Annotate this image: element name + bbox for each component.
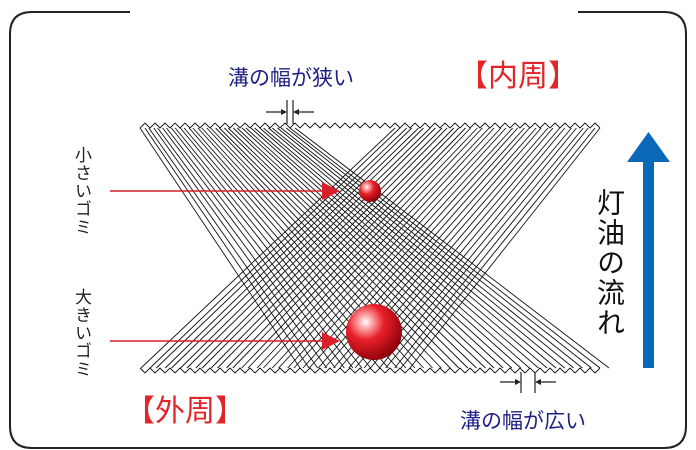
pleat-line xyxy=(289,127,601,369)
pleat-line xyxy=(263,127,548,369)
pleat-line xyxy=(195,127,436,369)
pleat-line xyxy=(227,127,477,369)
pleat-line xyxy=(385,127,584,369)
pleat-zigzag xyxy=(139,367,601,374)
large-red-sphere-icon xyxy=(346,304,402,360)
pleat-line xyxy=(210,127,442,369)
pleat-line xyxy=(232,127,486,369)
frame-outline xyxy=(9,11,687,449)
pleat-line xyxy=(280,127,583,369)
pleat-line xyxy=(210,127,448,369)
pleat-line xyxy=(140,127,396,369)
inner-circumference-label: 【内周】 xyxy=(458,59,578,94)
pleat-line xyxy=(153,127,328,369)
pleat-line xyxy=(302,127,518,369)
pleat-line xyxy=(285,127,592,369)
pleat-line xyxy=(278,127,502,369)
pleat-line xyxy=(400,127,596,369)
outer-circumference-label: 【外周】 xyxy=(125,394,245,429)
pleat-line xyxy=(247,127,478,369)
pleat-line xyxy=(155,127,408,369)
narrow-gap-label: 溝の幅が狭い xyxy=(228,66,354,90)
up-arrow-icon xyxy=(627,132,670,368)
pleat-line xyxy=(379,127,577,369)
large-dust-pointer xyxy=(110,332,340,350)
kerosene-flow-label: 灯油の流れ xyxy=(593,188,626,338)
narrow-gap-marker xyxy=(266,100,314,124)
pleat-line xyxy=(268,127,557,369)
pleat-line xyxy=(186,127,431,369)
pleat-line xyxy=(232,127,466,369)
pleat-line xyxy=(215,127,451,369)
pleat-line xyxy=(180,127,424,369)
pleat-lines-right-to-left xyxy=(140,127,601,369)
pleat-line xyxy=(241,127,471,369)
pleat-line xyxy=(254,127,530,369)
pleat-zigzag-edges xyxy=(139,122,601,374)
pleat-line xyxy=(294,127,610,369)
wide-gap-marker xyxy=(500,372,556,393)
pleat-line xyxy=(236,127,495,369)
pleat-line xyxy=(162,127,345,369)
pleat-line xyxy=(217,127,455,369)
pleat-zigzag xyxy=(139,122,601,129)
pleat-line xyxy=(226,127,460,369)
large-dust-label: 大きいゴミ xyxy=(71,288,91,378)
pleat-line xyxy=(201,127,443,369)
wide-gap-label: 溝の幅が広い xyxy=(460,409,586,433)
pleat-line xyxy=(394,127,589,369)
pleat-line xyxy=(272,127,495,369)
pleat-line xyxy=(256,127,483,369)
pleat-line xyxy=(241,127,504,369)
pleat-line xyxy=(139,127,301,369)
pleat-line xyxy=(287,127,507,369)
pleat-line xyxy=(277,127,574,369)
pleat-line xyxy=(164,127,413,369)
pleat-line xyxy=(409,127,601,369)
pleat-line xyxy=(219,127,460,369)
pleat-line xyxy=(171,127,419,369)
pleat-line xyxy=(272,127,565,369)
small-dust-pointer xyxy=(110,182,340,200)
pleat-line xyxy=(250,127,522,369)
pleat-line xyxy=(174,127,371,369)
pleat-line xyxy=(157,127,336,369)
pleat-line xyxy=(370,127,572,369)
pleat-line xyxy=(166,127,354,369)
pleat-line xyxy=(245,127,513,369)
pleat-line xyxy=(263,127,490,369)
pleat-line xyxy=(308,127,525,369)
pleat-line xyxy=(149,127,401,369)
pleat-line xyxy=(144,127,310,369)
small-red-sphere-icon xyxy=(359,180,381,202)
pleat-line xyxy=(259,127,539,369)
pleat-line xyxy=(148,127,319,369)
small-dust-label: 小さいゴミ xyxy=(71,146,91,236)
pleat-line xyxy=(293,127,513,369)
